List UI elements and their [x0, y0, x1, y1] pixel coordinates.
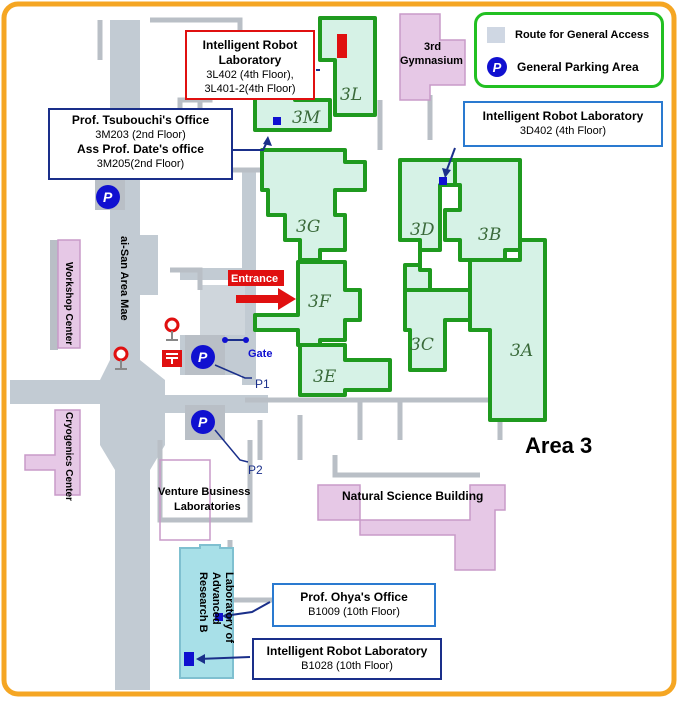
- other-buildings: [24, 13, 506, 571]
- callout-irl-b: Intelligent Robot Laboratory B1028 (10th…: [252, 638, 442, 680]
- label-3C: 3C: [410, 335, 434, 355]
- gymnasium-building: [399, 13, 466, 101]
- entrance-tag: [228, 270, 284, 286]
- lab-advanced-research-b: [179, 544, 234, 679]
- callout-irl-3l-line2: 3L401-2(4th Floor): [204, 83, 296, 95]
- irl-3d-marker: [439, 177, 447, 185]
- lab-adv-label-1: Laboratory of: [223, 572, 235, 643]
- callout-irl-3l-title: Intelligent Robot Laboratory: [202, 38, 298, 67]
- svg-text:P: P: [198, 349, 208, 365]
- lab-adv-label-2: Advanced: [210, 572, 222, 625]
- area3-buildings: [253, 16, 547, 422]
- natural-science-label: Natural Science Building: [342, 489, 483, 503]
- venture-label-2: Laboratories: [174, 501, 241, 513]
- venture-label-1: Venture Business: [158, 486, 250, 498]
- callout-tsubouchi-line2: 3M205(2nd Floor): [96, 158, 185, 170]
- building-3G: [260, 148, 367, 262]
- svg-text:P: P: [198, 414, 208, 430]
- workshop-label: Workshop Center: [63, 262, 74, 345]
- area-label: Area 3: [525, 433, 592, 458]
- callout-tsubouchi-title1: Prof. Tsubouchi's Office: [71, 113, 210, 127]
- route-swatch: [487, 27, 505, 43]
- gate-post-right: [243, 337, 249, 343]
- natural-science-building: [317, 484, 506, 571]
- parking-marker-p1: P: [191, 345, 215, 369]
- ohya-office-marker: [215, 613, 223, 621]
- callout-irl-3d-title: Intelligent Robot Laboratory: [482, 109, 644, 123]
- gym-label-1: 3rd: [424, 41, 441, 53]
- callout-ohya: Prof. Ohya's Office B1009 (10th Floor): [272, 583, 436, 627]
- callout-irl-b-title: Intelligent Robot Laboratory: [266, 644, 428, 658]
- lab-adv-label-3: Research B: [197, 572, 209, 633]
- callout-ohya-title: Prof. Ohya's Office: [300, 590, 408, 604]
- leader-arrowheads: [196, 136, 451, 664]
- label-3A: 3A: [510, 341, 533, 361]
- cryogenics-label: Cryogenics Center: [63, 412, 74, 501]
- callout-tsubouchi-title2: Ass Prof. Date's office: [77, 142, 204, 156]
- irl-b-marker: [184, 652, 194, 666]
- label-3F: 3F: [308, 292, 332, 312]
- office-3m-marker: [273, 117, 281, 125]
- legend: Route for General Access P General Parki…: [474, 12, 664, 88]
- label-3G: 3G: [296, 217, 320, 237]
- workshop-building: [57, 239, 81, 349]
- parking-marker-p2: P: [191, 410, 215, 434]
- label-3M: 3M: [292, 108, 321, 128]
- label-3L: 3L: [340, 85, 362, 105]
- label-3D: 3D: [410, 220, 435, 240]
- road-label: ai-San Area Mae: [118, 236, 130, 321]
- irl-3l-marker: [337, 34, 347, 58]
- svg-text:P: P: [103, 189, 113, 205]
- callout-irl-3l: Intelligent Robot Laboratory 3L402 (4th …: [185, 30, 315, 100]
- callout-irl-b-line: B1028 (10th Floor): [301, 660, 393, 672]
- p2-label: P2: [248, 463, 263, 477]
- callout-irl-3l-line1: 3L402 (4th Floor),: [206, 69, 294, 81]
- legend-route-label: Route for General Access: [515, 29, 650, 41]
- p2-leader: [214, 429, 249, 463]
- p1-leader: [214, 364, 252, 379]
- label-3B: 3B: [478, 225, 501, 245]
- legend-parking-label: General Parking Area: [517, 60, 639, 74]
- label-3E: 3E: [313, 367, 337, 387]
- parking-marker-top: P: [96, 185, 120, 209]
- gym-label-2: Gymnasium: [400, 55, 463, 67]
- building-3A: [468, 238, 547, 422]
- p1-label: P1: [255, 377, 270, 391]
- post-office-icon: [162, 350, 182, 367]
- callout-ohya-line: B1009 (10th Floor): [308, 606, 400, 618]
- gate-post-left: [222, 337, 228, 343]
- legend-parking-row: P General Parking Area: [487, 57, 639, 77]
- parking-icon: P: [487, 57, 507, 77]
- entrance-label: Entrance: [231, 273, 278, 285]
- gate-label: Gate: [248, 348, 272, 360]
- building-3L: [318, 16, 377, 117]
- callout-irl-3d-line: 3D402 (4th Floor): [519, 125, 607, 137]
- entrance-arrow-icon: [236, 288, 296, 310]
- cryogenics-building: [24, 409, 81, 496]
- bus-stop-icon-2: [113, 346, 129, 370]
- legend-route-row: Route for General Access: [487, 27, 649, 43]
- callout-tsubouchi: Prof. Tsubouchi's Office 3M203 (2nd Floo…: [48, 108, 233, 180]
- callout-tsubouchi-line1: 3M203 (2nd Floor): [95, 129, 186, 141]
- bus-stop-icon: [164, 317, 180, 341]
- building-3E: [298, 343, 392, 397]
- callout-irl-3d: Intelligent Robot Laboratory 3D402 (4th …: [463, 101, 663, 147]
- building-3F: [253, 260, 362, 347]
